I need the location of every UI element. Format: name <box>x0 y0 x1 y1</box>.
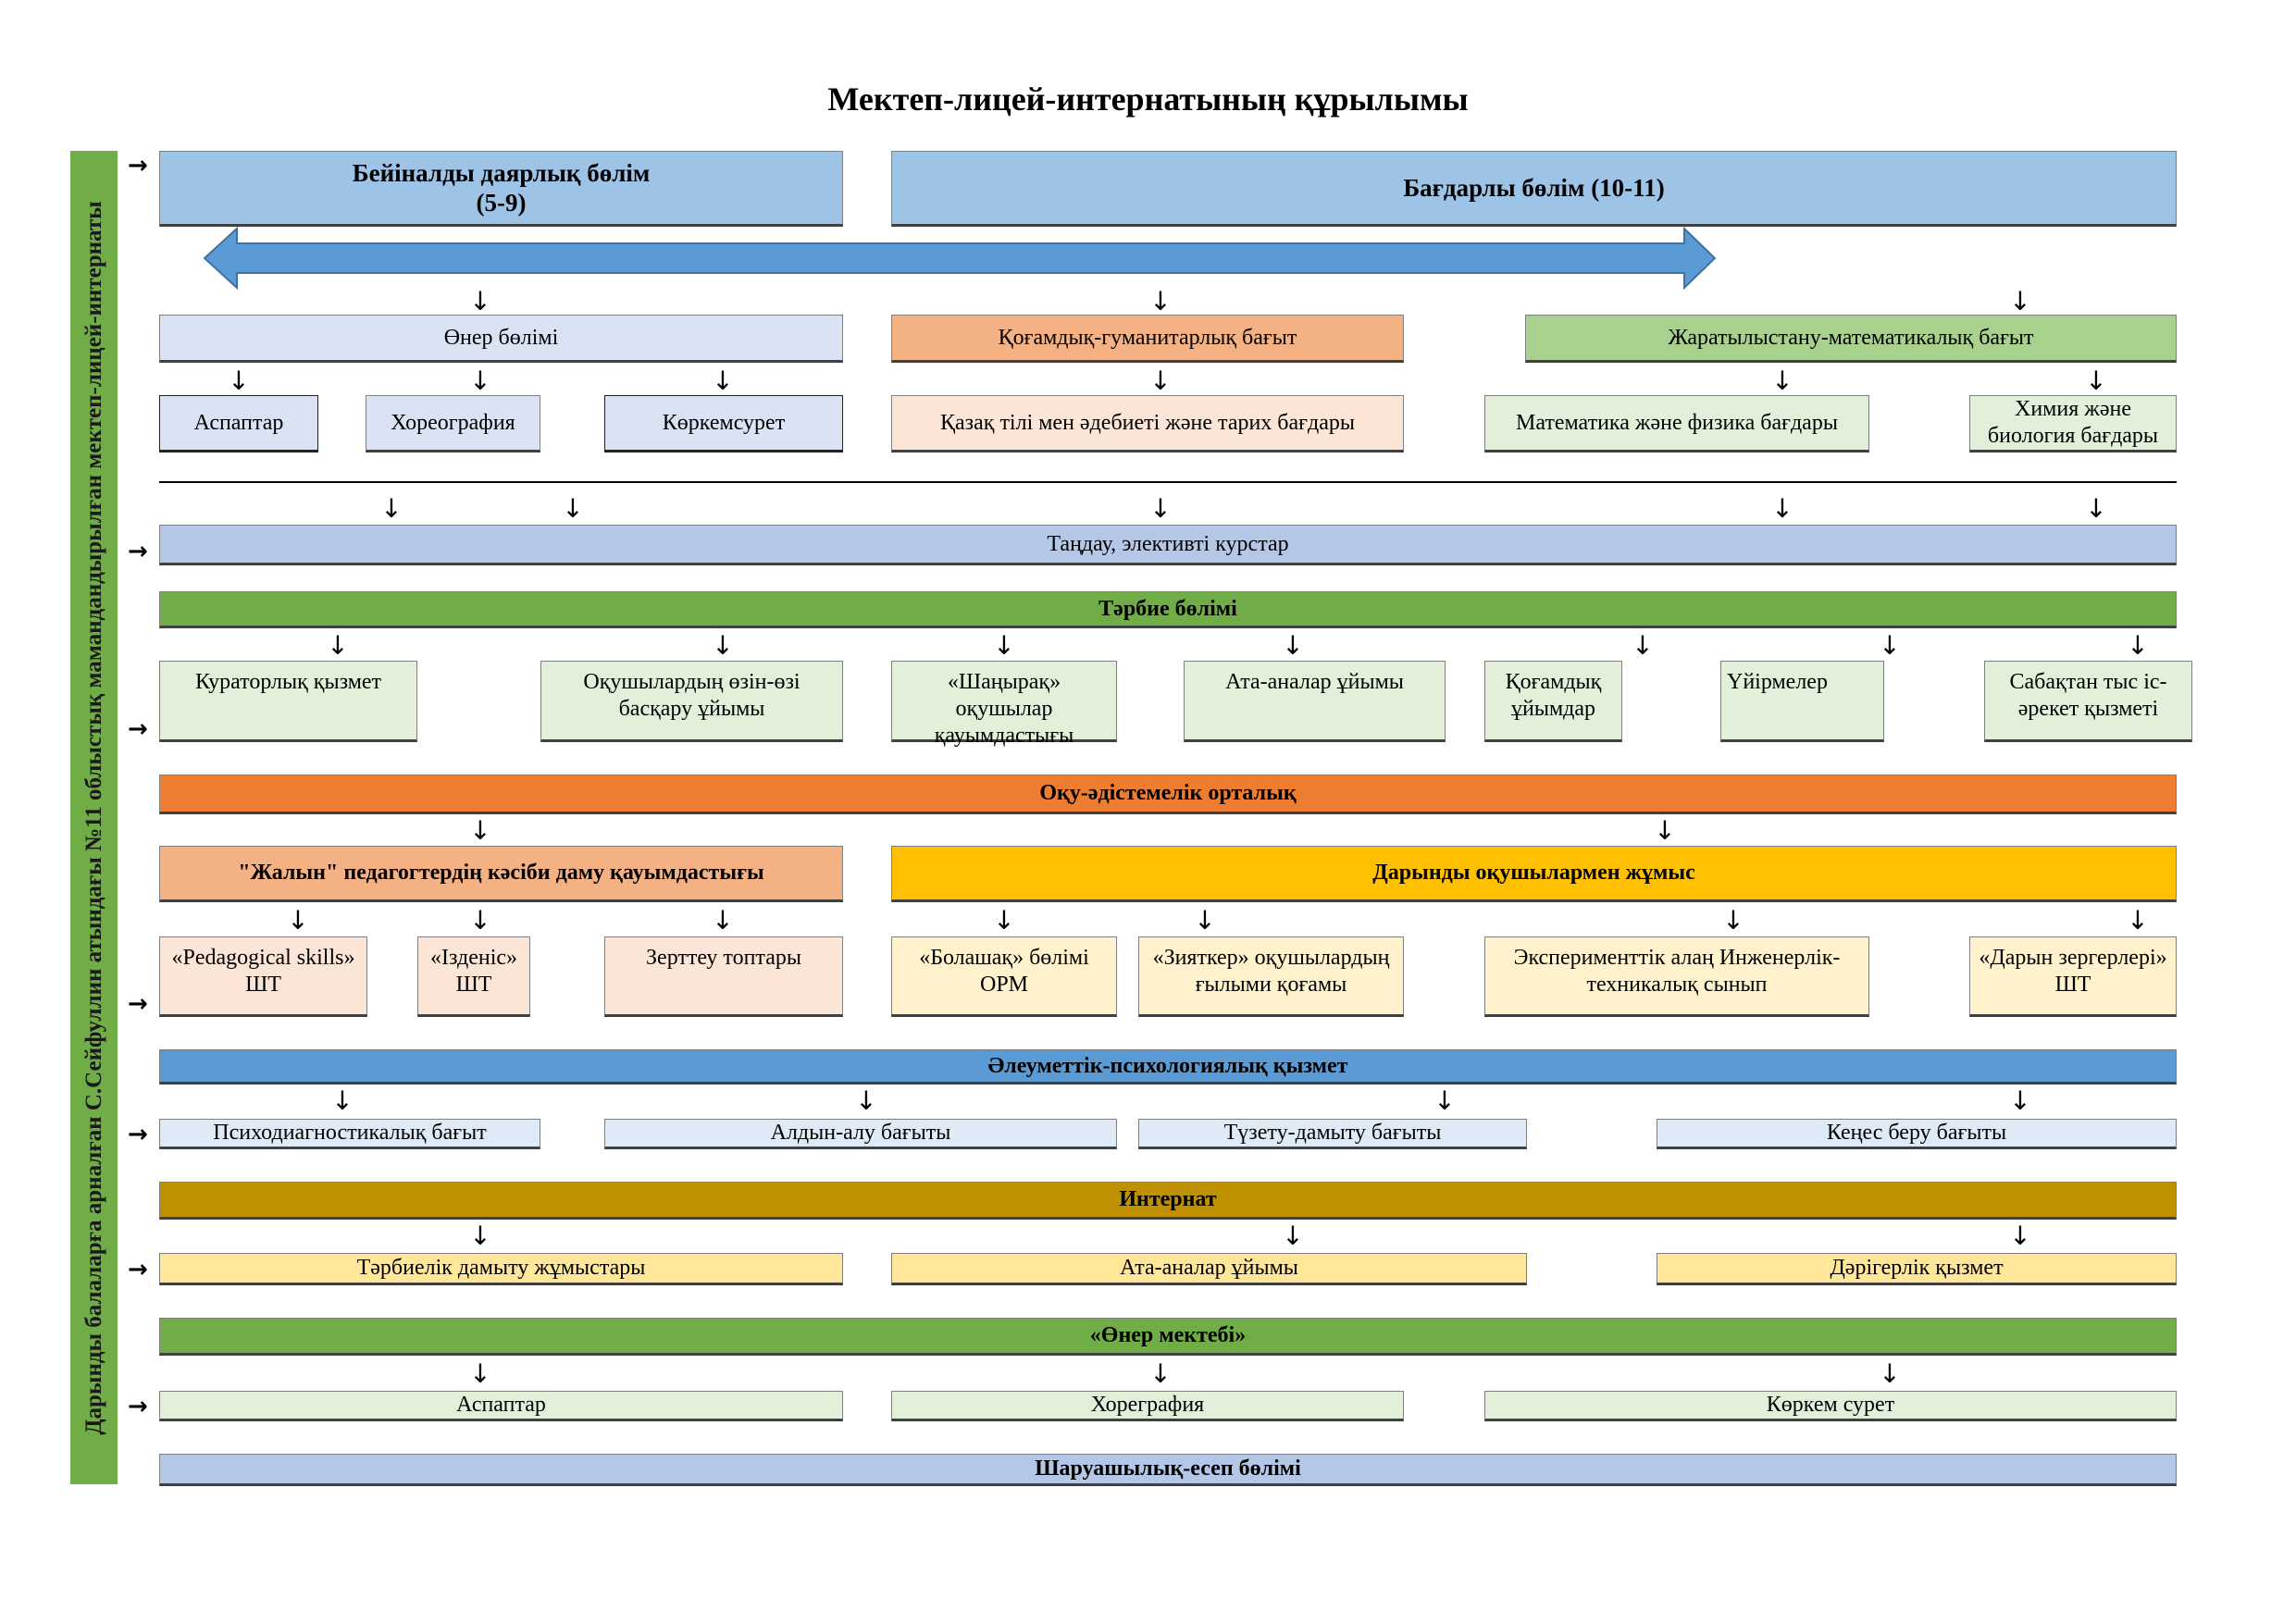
down-arrow-icon: ↓ <box>1149 493 1172 524</box>
down-arrow-icon: ↓ <box>993 905 1015 936</box>
right-arrow-icon: → <box>128 715 148 743</box>
down-arrow-icon: ↓ <box>1282 630 1304 661</box>
art-department[interactable]: Өнер бөлімі <box>159 315 843 363</box>
down-arrow-icon: ↓ <box>1149 286 1172 316</box>
down-arrow-icon: ↓ <box>2085 366 2107 396</box>
gifted-item[interactable]: «Болашақ» бөлімі ОРМ <box>891 936 1117 1017</box>
accounting-department[interactable]: Шаруашылық-есеп бөлімі <box>159 1454 2177 1486</box>
gifted-students-work[interactable]: Дарынды оқушылармен жұмыс <box>891 846 2177 902</box>
page-title: Мектеп-лицей-интернатының құрылымы <box>827 81 1469 118</box>
upbringing-item[interactable]: «Шаңырақ» оқушылар қауымдастығы <box>891 661 1117 748</box>
upbringing-item[interactable]: Қоғамдық ұйымдар <box>1484 661 1622 742</box>
down-arrow-icon: ↓ <box>331 1085 354 1116</box>
down-arrow-icon: ↓ <box>993 630 1015 661</box>
program-choreography[interactable]: Хореография <box>366 395 540 452</box>
down-arrow-icon: ↓ <box>469 815 491 846</box>
down-arrow-icon: ↓ <box>712 905 734 936</box>
down-arrow-icon: ↓ <box>469 1358 491 1389</box>
right-arrow-icon: → <box>128 1121 148 1148</box>
right-arrow-icon: → <box>128 990 148 1018</box>
pre-profile-department[interactable]: Бейіналды даярлық бөлім (5-9) <box>159 151 843 227</box>
art-school-item[interactable]: Аспаптар <box>159 1391 843 1421</box>
electives-bar[interactable]: Таңдау, элективті курстар <box>159 525 2177 565</box>
pre-profile-grades: (5-9) <box>476 189 527 217</box>
upbringing-item[interactable]: Сабақтан тыс іс-әрекет қызметі <box>1984 661 2192 742</box>
down-arrow-icon: ↓ <box>469 286 491 316</box>
social-psych-header[interactable]: Әлеуметтік-психологиялық қызмет <box>159 1049 2177 1085</box>
section-divider <box>159 481 2177 483</box>
down-arrow-icon: ↓ <box>1149 1358 1172 1389</box>
right-arrow-icon: → <box>128 152 148 180</box>
school-name-label: Дарынды балаларға арналған С.Сейфуллин а… <box>81 200 106 1435</box>
upbringing-item[interactable]: Үйірмелер <box>1720 661 1884 742</box>
down-arrow-icon: ↓ <box>2127 630 2149 661</box>
down-arrow-icon: ↓ <box>327 630 349 661</box>
down-arrow-icon: ↓ <box>2127 905 2149 936</box>
down-arrow-icon: ↓ <box>228 366 250 396</box>
down-arrow-icon: ↓ <box>2009 286 2031 316</box>
methodical-item[interactable]: «Pedagogical skills» ШТ <box>159 936 367 1017</box>
down-arrow-icon: ↓ <box>469 905 491 936</box>
social-psych-item[interactable]: Кеңес беру бағыты <box>1657 1119 2177 1149</box>
art-school-header[interactable]: «Өнер мектебі» <box>159 1318 2177 1356</box>
down-arrow-icon: ↓ <box>855 1085 877 1116</box>
down-arrow-icon: ↓ <box>1771 366 1793 396</box>
boarding-header[interactable]: Интернат <box>159 1182 2177 1220</box>
science-direction[interactable]: Жаратылыстану-математикалық бағыт <box>1525 315 2177 363</box>
down-arrow-icon: ↓ <box>1149 366 1172 396</box>
down-arrow-icon: ↓ <box>1194 905 1216 936</box>
profile-department[interactable]: Бағдарлы бөлім (10-11) <box>891 151 2177 227</box>
down-arrow-icon: ↓ <box>1771 493 1793 524</box>
gifted-item[interactable]: «Зияткер» оқушылардың ғылыми қоғамы <box>1138 936 1404 1017</box>
methodical-item[interactable]: Зерттеу топтары <box>604 936 843 1017</box>
upbringing-item[interactable]: Оқушылардың өзін-өзі басқару ұйымы <box>540 661 843 742</box>
program-instruments[interactable]: Аспаптар <box>159 395 318 452</box>
social-psych-item[interactable]: Түзету-дамыту бағыты <box>1138 1119 1527 1149</box>
humanities-direction[interactable]: Қоғамдық-гуманитарлық бағыт <box>891 315 1404 363</box>
down-arrow-icon: ↓ <box>2009 1085 2031 1116</box>
upbringing-header[interactable]: Тәрбие бөлімі <box>159 591 2177 628</box>
down-arrow-icon: ↓ <box>469 366 491 396</box>
down-arrow-icon: ↓ <box>712 366 734 396</box>
art-school-item[interactable]: Көркем сурет <box>1484 1391 2177 1421</box>
down-arrow-icon: ↓ <box>1879 1358 1901 1389</box>
down-arrow-icon: ↓ <box>1654 815 1676 846</box>
program-chem-bio[interactable]: Химия және биология бағдары <box>1969 395 2177 452</box>
down-arrow-icon: ↓ <box>380 493 403 524</box>
methodical-center-header[interactable]: Оқу-әдістемелік орталық <box>159 775 2177 814</box>
zhalyn-association[interactable]: "Жалын" педагогтердің кәсіби даму қауымд… <box>159 846 843 902</box>
upbringing-item[interactable]: Кураторлық қызмет <box>159 661 417 742</box>
social-psych-item[interactable]: Алдын-алу бағыты <box>604 1119 1117 1149</box>
right-arrow-icon: → <box>128 538 148 565</box>
gifted-item[interactable]: «Дарын зергерлері» ШТ <box>1969 936 2177 1017</box>
down-arrow-icon: ↓ <box>2009 1221 2031 1251</box>
down-arrow-icon: ↓ <box>1879 630 1901 661</box>
down-arrow-icon: ↓ <box>287 905 309 936</box>
program-fine-art[interactable]: Көркемсурет <box>604 395 843 452</box>
boarding-item[interactable]: Дәрігерлік қызмет <box>1657 1253 2177 1285</box>
down-arrow-icon: ↓ <box>2085 493 2107 524</box>
down-arrow-icon: ↓ <box>562 493 584 524</box>
double-arrow-icon <box>203 227 1717 290</box>
right-arrow-icon: → <box>128 1256 148 1283</box>
social-psych-item[interactable]: Психодиагностикалық бағыт <box>159 1119 540 1149</box>
school-name-sidebar: Дарынды балаларға арналған С.Сейфуллин а… <box>70 151 118 1484</box>
boarding-item[interactable]: Тәрбиелік дамыту жұмыстары <box>159 1253 843 1285</box>
down-arrow-icon: ↓ <box>1433 1085 1456 1116</box>
program-math-physics[interactable]: Математика және физика бағдары <box>1484 395 1869 452</box>
methodical-item[interactable]: «Ізденіс» ШТ <box>417 936 530 1017</box>
art-school-item[interactable]: Хореграфия <box>891 1391 1404 1421</box>
upbringing-item[interactable]: Ата-аналар ұйымы <box>1184 661 1446 742</box>
down-arrow-icon: ↓ <box>1722 905 1744 936</box>
down-arrow-icon: ↓ <box>712 630 734 661</box>
right-arrow-icon: → <box>128 1393 148 1420</box>
program-kazakh-history[interactable]: Қазақ тілі мен әдебиеті және тарих бағда… <box>891 395 1404 452</box>
boarding-item[interactable]: Ата-аналар ұйымы <box>891 1253 1527 1285</box>
pre-profile-title: Бейіналды даярлық бөлім <box>352 159 651 187</box>
down-arrow-icon: ↓ <box>1632 630 1654 661</box>
down-arrow-icon: ↓ <box>1282 1221 1304 1251</box>
down-arrow-icon: ↓ <box>469 1221 491 1251</box>
gifted-item[interactable]: Эксперименттік алаң Инженерлік-техникалы… <box>1484 936 1869 1017</box>
